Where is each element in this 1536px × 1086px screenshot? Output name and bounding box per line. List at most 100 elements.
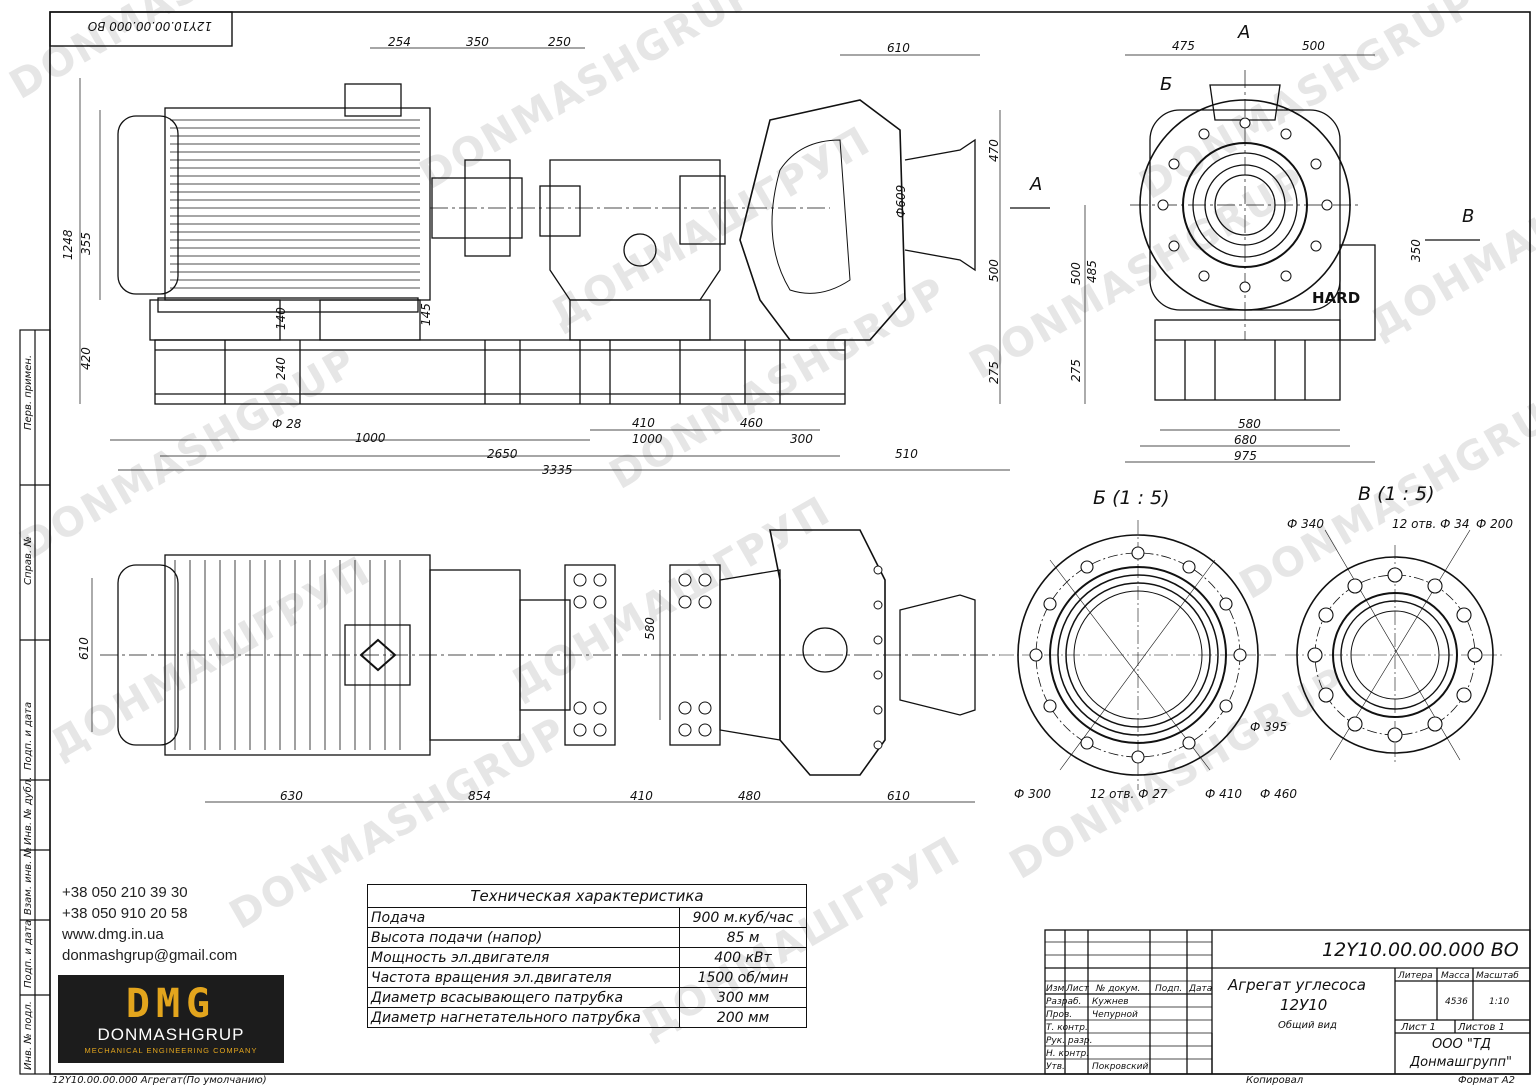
logo-mark: DMG [125,981,217,1027]
dim-580-plan: 580 [643,617,657,640]
detail-v-d395: Ф 395 [1250,720,1287,734]
detail-b-holes [1029,546,1247,764]
dim-500-top: 500 [1302,39,1325,53]
volute-plan [769,529,886,776]
dim-350: 350 [1409,239,1423,262]
website: www.dmg.in.ua [62,926,164,943]
watermark: DONMASHGRUP [12,338,365,568]
dim-275: 275 [1069,359,1083,382]
company-line2: Донмашгрупп" [1409,1055,1512,1070]
product-name: Агрегат углесоса [1227,976,1366,994]
email: donmashgrup@gmail.com [62,947,238,964]
sheet-number: Лист 1 [1400,1022,1436,1033]
terminal-box [344,83,402,117]
dim-480: 480 [738,789,761,803]
dim-410-plan: 410 [630,789,653,803]
motor-body [117,115,179,295]
row-razrab: Разраб. [1046,997,1081,1007]
title-block-text: 12Y10.00.00.000 ВО Агрегат углесоса 12У1… [52,939,1519,1086]
detail-v-text: В (1 : 5) Ф 340 12 отв. Ф 34 Ф 200 Ф 395 [1250,483,1513,734]
detail-b-holes-label: 12 отв. Ф 27 [1090,787,1168,801]
head-massa: Масса [1441,971,1470,981]
side-a-dim-lines [1084,54,1480,463]
company-line1: ООО "ТД [1432,1037,1491,1052]
plan-bolts [573,565,883,750]
side-label: Справ. № [23,536,34,585]
watermark: DONMASHGRUP [1002,658,1355,888]
kopiroval: Копировал [1246,1075,1304,1086]
dim-470: 470 [987,139,1001,162]
product-model: 12У10 [1280,996,1327,1014]
dim-28: Ф 28 [272,417,302,431]
detail-b-d410: Ф 410 [1205,787,1242,801]
spec-value: 400 кВт [679,947,807,968]
dim-420: 420 [79,347,93,370]
plan-dim-lines [91,578,975,803]
side-label: Подп. и дата [23,702,34,770]
dim-350: 350 [466,35,489,49]
side-a-dimensions: А 475 500 Б В HARD 500 485 350 275 580 6… [1069,22,1474,463]
side-a-bolts [1157,117,1333,293]
plan-view [100,529,1000,776]
dim-630: 630 [280,789,303,803]
dim-300: 300 [790,432,813,446]
head-izm: Изм [1046,984,1065,994]
company-logo: DMG DONMASHGRUP MECHANICAL ENGINEERING C… [58,975,284,1063]
name-utv: Покровский [1092,1062,1148,1072]
side-label: Взам. инв. № [23,847,34,915]
side-label: Перв. примен. [23,355,34,430]
base-frame [154,339,846,405]
side-label: Инв. № дубл. [22,777,34,845]
name-prov: Чепурной [1092,1010,1138,1020]
dim-475: 475 [1172,39,1195,53]
title-block-lines [1044,929,1531,1075]
logo-name: DONMASHGRUP [97,1025,245,1044]
watermark: ДОНМАШГРУП [42,548,379,769]
dim-2650: 2650 [487,447,518,461]
watermark: DONMASHGRUP [2,0,355,109]
phone-2: +38 050 910 20 58 [62,905,188,922]
dim-460: 460 [740,416,763,430]
spec-value: 1500 об/мин [679,967,807,988]
dim-610-left: 610 [77,637,91,660]
label-v: В [1462,206,1474,227]
dim-854: 854 [468,789,491,803]
sheet-count: Листов 1 [1457,1022,1505,1033]
watermark: DONMASHGRUP [962,158,1315,388]
row-prov: Пров. [1046,1010,1072,1020]
logo-tagline: MECHANICAL ENGINEERING COMPANY [84,1046,258,1055]
hard-mark: HARD [1312,289,1360,307]
head-dokum: № докум. [1095,984,1140,994]
spec-key: Подача [367,907,680,928]
spec-title: Техническая характеристика [367,884,807,908]
dim-610: 610 [887,41,910,55]
spec-value: 200 мм [679,1007,807,1028]
watermark: DONMASHGRUP [1132,0,1485,209]
detail-v-title: В (1 : 5) [1358,483,1435,505]
dim-355: 355 [79,232,93,255]
row-utv: Утв. [1046,1062,1065,1072]
phone-1: +38 050 210 39 30 [62,884,188,901]
row-rukrazr: Рук. разр. [1046,1036,1093,1046]
dim-1248: 1248 [61,229,75,260]
spec-row: Высота подачи (напор)85 м [367,927,807,948]
detail-b-title: Б (1 : 5) [1093,487,1170,509]
side-label: Подп. и дата [23,920,34,988]
detail-v-d340: Ф 340 [1287,517,1324,531]
row-tkontr: Т. контр. [1046,1023,1088,1033]
suction-nozzle [904,138,976,272]
motor-fins [170,119,420,289]
dim-975: 975 [1234,449,1257,463]
head-litera: Литера [1397,971,1433,981]
label-a: А [1029,174,1042,195]
dim-610-right: 610 [887,789,910,803]
masshtab-value: 1:10 [1489,997,1509,1007]
dim-3335: 3335 [542,463,573,477]
dim-145: 145 [419,303,433,326]
